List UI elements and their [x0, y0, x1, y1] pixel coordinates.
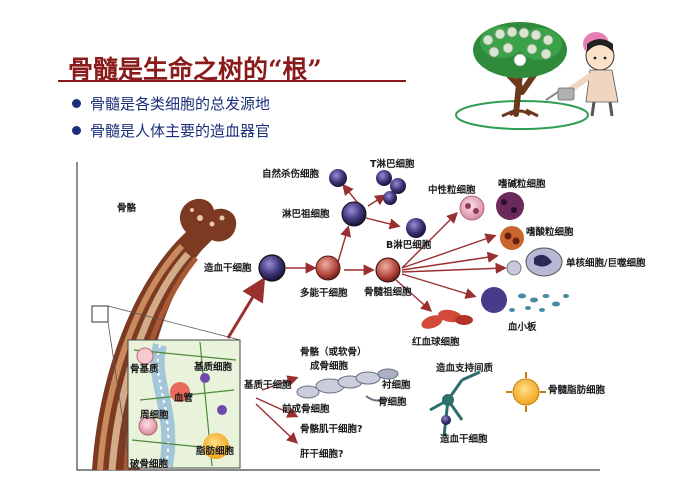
label-bone-cartilage: 骨骼（或软骨） — [300, 347, 367, 358]
label-nk: 自然杀伤细胞 — [262, 169, 320, 180]
tree-illustration — [455, 22, 619, 130]
label-myeloid-progenitor: 骨髓祖细胞 — [364, 287, 412, 298]
label-support-matrix: 造血支持间质 — [436, 363, 494, 374]
label-monocyte: 单核细胞/巨噬细胞 — [566, 258, 646, 269]
label-marrow-adipocyte: 骨髓脂肪细胞 — [548, 385, 606, 396]
bullet-text: 骨髓是各类细胞的总发源地 — [90, 95, 271, 113]
inset-label-pericyte: 周细胞 — [140, 410, 169, 421]
label-t-cell: T淋巴细胞 — [370, 159, 415, 170]
label-liver-stem: 肝干细胞? — [300, 449, 344, 460]
label-lining: 衬细胞 — [382, 380, 411, 391]
bullet-dot-icon — [72, 126, 81, 135]
bone-label: 骨骼 — [117, 203, 137, 214]
rbc-cells — [421, 309, 473, 329]
label-eosinophil: 嗜酸粒细胞 — [526, 227, 574, 238]
label-osteoblast: 成骨细胞 — [310, 361, 349, 372]
inset-label-matrix: 骨基质 — [130, 364, 159, 375]
nk-cell — [329, 169, 347, 187]
label-neutrophil: 中性粒细胞 — [428, 185, 476, 196]
label-lymphoid-progenitor: 淋巴祖细胞 — [282, 209, 330, 220]
label-mpp: 多能干细胞 — [300, 288, 348, 299]
megakaryocyte-cell — [481, 287, 507, 313]
inset-label-stromal: 基质细胞 — [194, 362, 233, 373]
basophil-cell — [496, 192, 524, 220]
label-basophil: 嗜碱粒细胞 — [498, 179, 546, 190]
page-title: 骨髓是生命之树的“根” — [68, 55, 322, 84]
title-underline — [58, 80, 406, 82]
stromal-cells — [296, 368, 546, 437]
label-b-cell: B淋巴细胞 — [386, 240, 432, 251]
inset-label-vessel: 血管 — [174, 393, 194, 404]
myeloid-cell — [375, 257, 401, 283]
t-cell — [383, 191, 397, 205]
bullet-text: 骨髓是人体主要的造血器官 — [90, 122, 271, 140]
label-pre-osteoblast: 前成骨细胞 — [282, 404, 330, 415]
label-msc: 基质干细胞 — [244, 380, 292, 391]
neutrophil-cell — [459, 195, 485, 221]
label-support-stem: 造血干细胞 — [440, 434, 488, 445]
b-cell — [406, 218, 426, 238]
eosinophil-cell — [500, 226, 524, 250]
bullet-item: 骨髓是人体主要的造血器官 — [72, 120, 270, 141]
label-osteocyte: 骨细胞 — [378, 397, 407, 408]
child-watering-illustration — [545, 32, 619, 117]
inset-label-adipocyte: 脂肪细胞 — [196, 446, 235, 457]
label-rbc: 红血球细胞 — [412, 337, 460, 348]
platelet-cells — [509, 293, 569, 312]
cells — [258, 169, 569, 437]
label-hsc: 造血干细胞 — [204, 263, 252, 274]
lymphoid-cell — [341, 201, 367, 227]
bullet-item: 骨髓是各类细胞的总发源地 — [72, 93, 270, 114]
bullet-dot-icon — [72, 99, 81, 108]
marrow-inset — [127, 339, 241, 469]
mpp-cell — [315, 255, 341, 281]
label-platelet: 血小板 — [508, 322, 537, 333]
inset-label-osteoclast: 破骨细胞 — [130, 459, 169, 470]
hsc-cell — [258, 254, 286, 282]
label-muscle-stem: 骨骼肌干细胞? — [300, 424, 363, 435]
